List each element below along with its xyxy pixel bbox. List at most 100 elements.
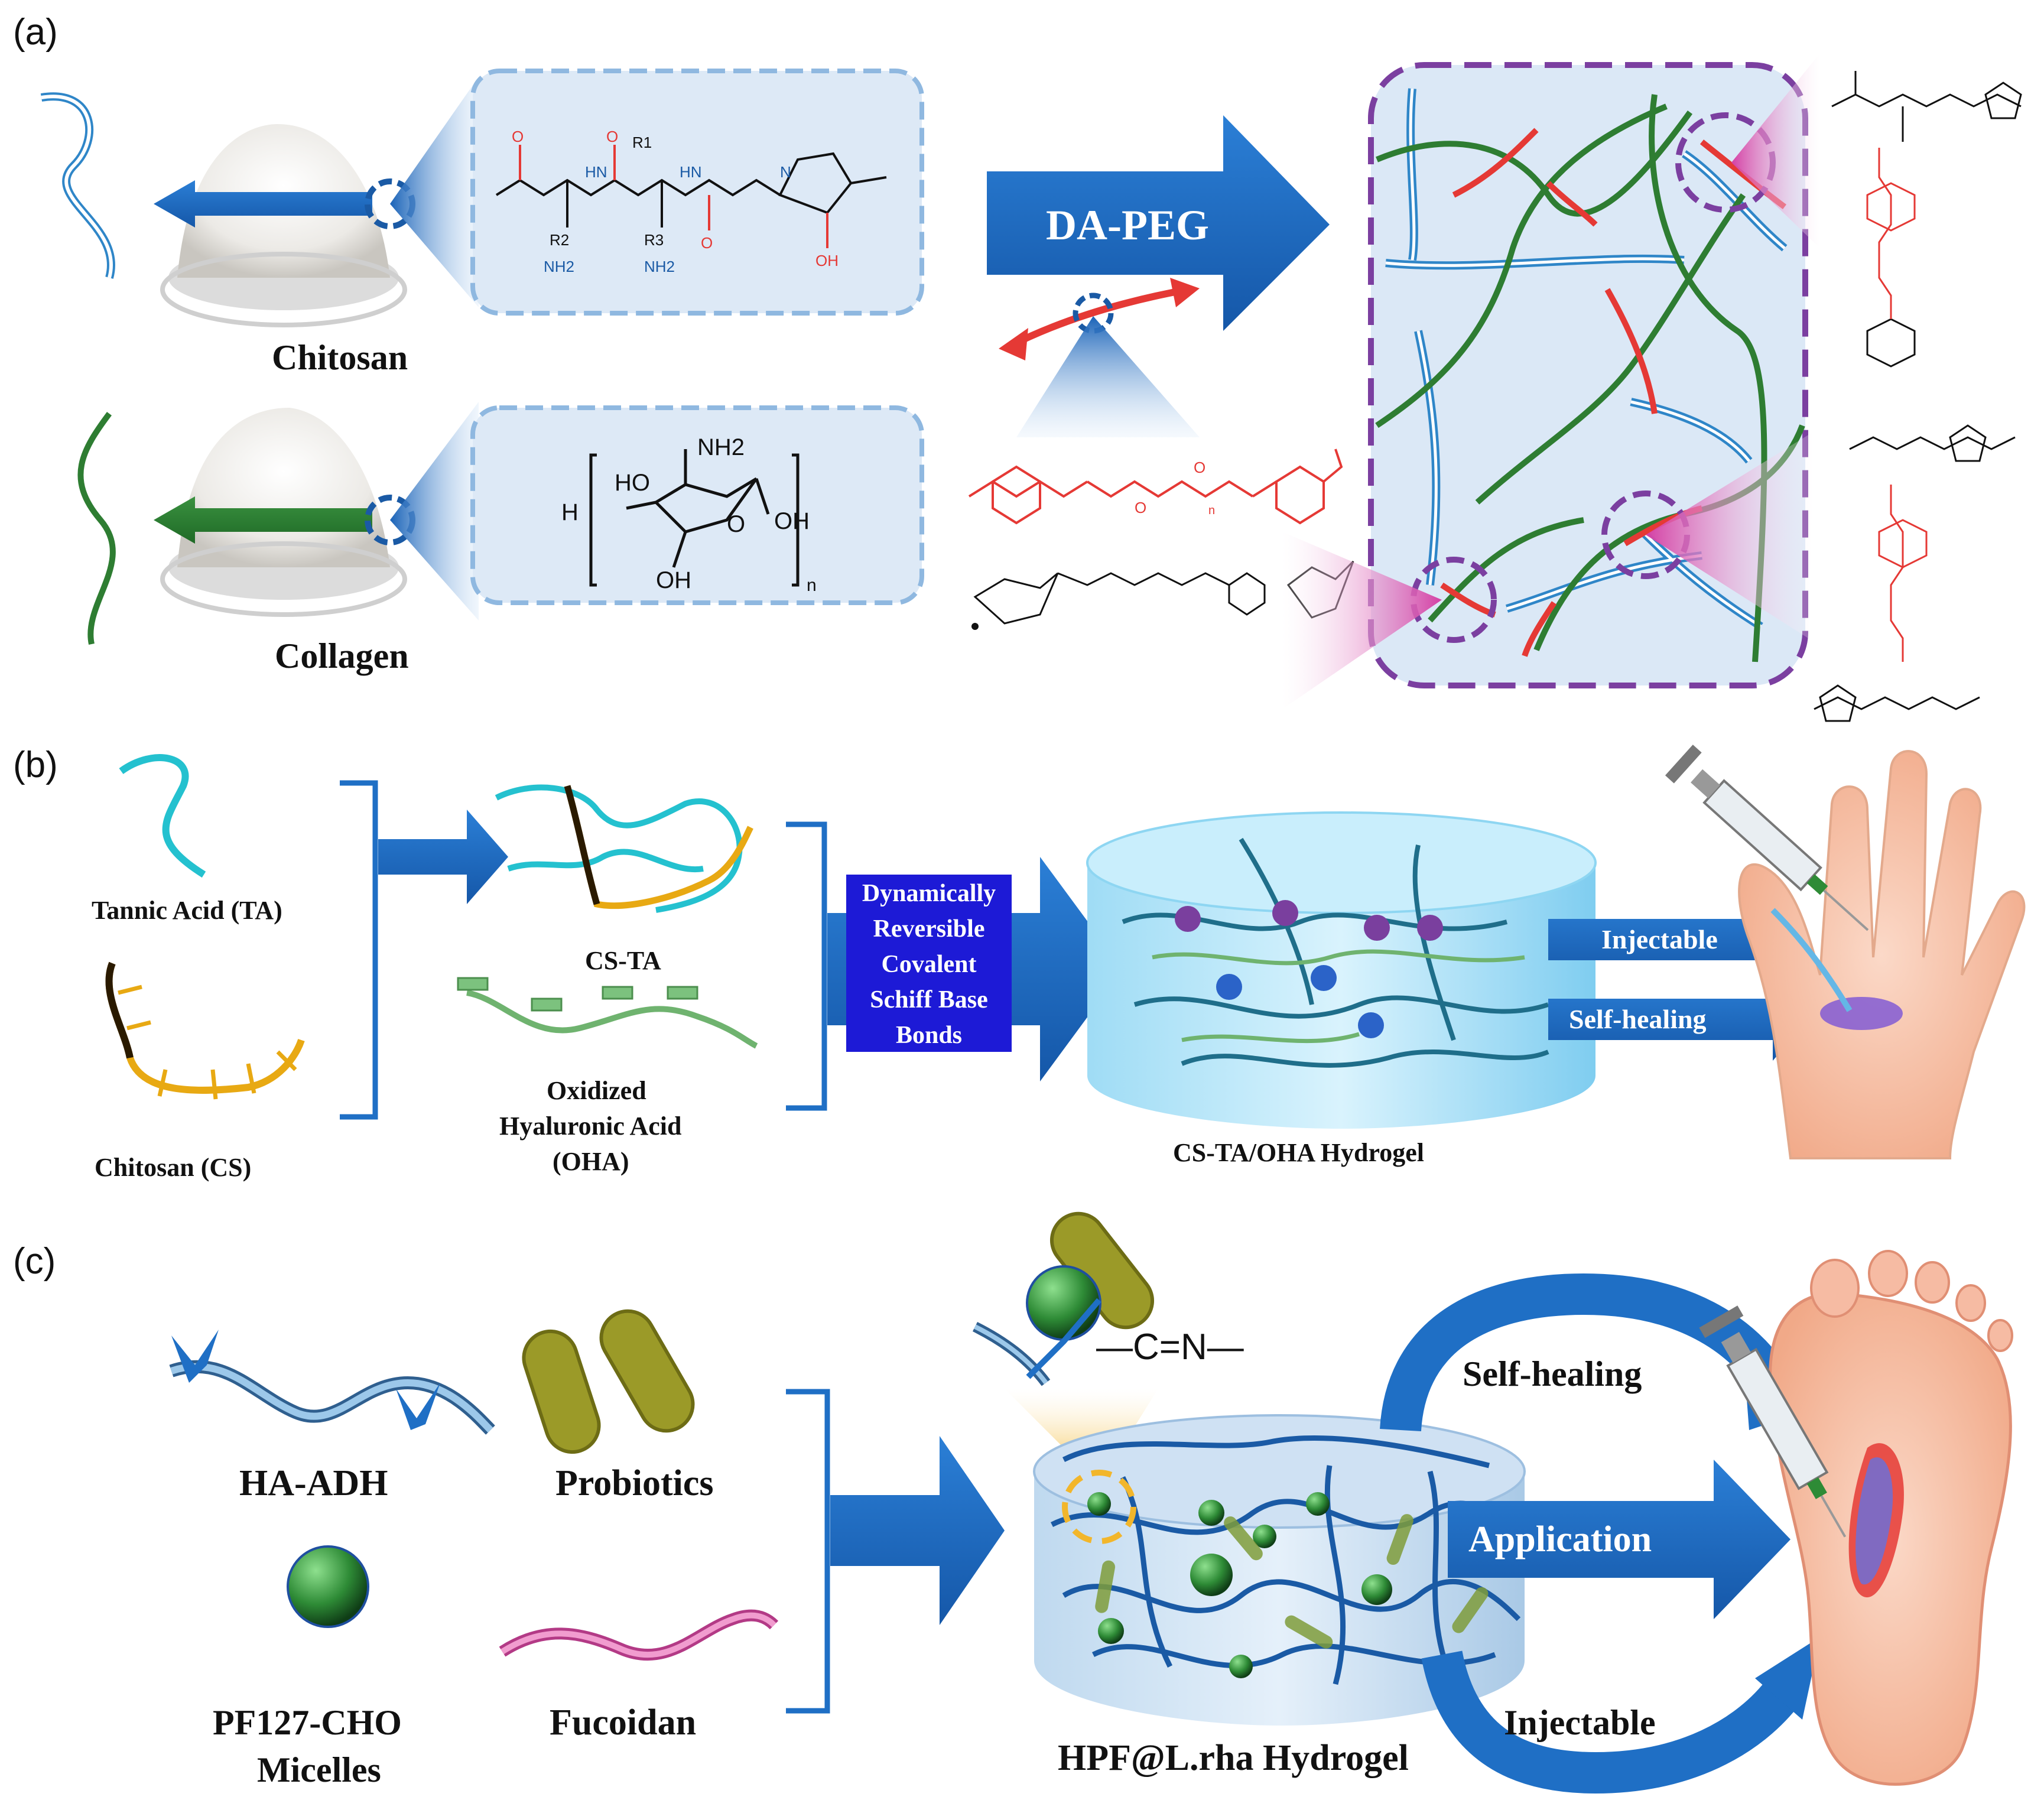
- peptide-oh: OH: [815, 252, 839, 269]
- syringe-c-icon: [1699, 1305, 1847, 1538]
- pf127-label-line1: PF127-CHO: [213, 1703, 402, 1742]
- ha-adh-strand-icon: [169, 1330, 495, 1435]
- panel-c-bracket: [786, 1389, 830, 1714]
- selfhealing-label-b: Self-healing: [1569, 1004, 1707, 1034]
- peptide-hn2: HN: [680, 163, 702, 181]
- pink-cone-top: [1731, 53, 1820, 248]
- chitosan-structure-box: [470, 405, 924, 605]
- da-peg-label: DA-PEG: [1046, 202, 1209, 249]
- hydrogel-formation-arrow-icon: [830, 1436, 1005, 1625]
- cs-ta-oha-hydrogel-label: CS-TA/OHA Hydrogel: [1173, 1138, 1424, 1167]
- chitosan-n: n: [807, 576, 817, 595]
- da-peg-zoom-circle: [1073, 293, 1114, 334]
- collagen-arrow-icon: [154, 496, 372, 544]
- fucoidan-label: Fucoidan: [550, 1702, 696, 1743]
- oha-strand-icon: [457, 977, 758, 1049]
- pf127-label-line2: Micelles: [257, 1750, 381, 1789]
- panel-b-bracket-right: [786, 821, 827, 1111]
- bond-line-1: Dynamically: [862, 880, 996, 907]
- injectable-label-c: Injectable: [1504, 1703, 1656, 1742]
- chitosan-label: Chitosan: [272, 338, 408, 377]
- right-red-linkers: [1866, 148, 1928, 662]
- pink-cone-bottom: [1282, 532, 1442, 709]
- peptide-r1: R1: [632, 134, 652, 151]
- zoom-circle-bottom: [1411, 557, 1497, 643]
- bond-label-box: [846, 875, 1012, 1052]
- peptide-n: N: [780, 163, 791, 181]
- peptide-nh2-1: NH2: [544, 258, 574, 275]
- peptide-r3: R3: [644, 231, 664, 249]
- cs-ta-label: CS-TA: [585, 946, 661, 975]
- chitosan-oh2: OH: [656, 567, 691, 593]
- bond-line-2: Reversible: [873, 915, 985, 943]
- network-blue-chains: [1385, 88, 1788, 630]
- hpf-lrha-hydrogel-label: HPF@L.rha Hydrogel: [1058, 1738, 1409, 1778]
- cs-label: Chitosan (CS): [95, 1153, 251, 1182]
- injectable-curve-arrow-icon: [1421, 1650, 1801, 1794]
- selfhealing-label-c: Self-healing: [1463, 1354, 1642, 1393]
- panel-c-label: (c): [13, 1241, 56, 1282]
- peptide-structure-box: [470, 69, 924, 316]
- cs-ta-arrow-icon: [378, 810, 508, 904]
- chitosan-ho: HO: [615, 470, 650, 496]
- da-peg-zoom-cone: [1016, 316, 1200, 437]
- dapeg-o1: O: [1135, 499, 1146, 516]
- peptide-nh2-2: NH2: [644, 258, 675, 275]
- oha-label-line2: Hyaluronic Acid: [499, 1112, 681, 1141]
- cs-ta-complex-icon: [495, 784, 753, 913]
- chitosan-h: H: [561, 499, 579, 525]
- peptide-o1: O: [512, 128, 524, 145]
- imine-inset-icon: [972, 1211, 1155, 1386]
- injectable-label-b: Injectable: [1601, 924, 1718, 954]
- probiotics-label: Probiotics: [555, 1463, 714, 1503]
- chitosan-zoom-cone: [390, 77, 479, 307]
- peptide-structure: [495, 145, 887, 248]
- application-arrow-icon: [1448, 1460, 1790, 1619]
- chitosan-structure: [589, 449, 800, 587]
- cs-ta-oha-hydrogel-icon: [1086, 811, 1597, 1129]
- injection-stream: [1770, 908, 1853, 1012]
- imine-label: —C=N—: [1096, 1327, 1244, 1367]
- selfhealing-arrow-b-icon: [1548, 978, 1808, 1061]
- chitosan-cs-strand-icon: [105, 961, 305, 1100]
- pink-cone-middle: [1646, 431, 1814, 638]
- collagen-chain-icon: [77, 412, 116, 645]
- syringe-b-icon: [1665, 745, 1869, 931]
- chitosan-chain-icon: [40, 92, 115, 279]
- probiotics-icon: [522, 1309, 695, 1454]
- chitosan-oh1: OH: [774, 508, 810, 534]
- bond-line-5: Bonds: [896, 1022, 962, 1049]
- bond-line-3: Covalent: [882, 951, 977, 978]
- oha-label-line3: (OHA): [553, 1147, 629, 1176]
- right-conjugate-structures: [1814, 71, 2022, 722]
- da-peg-arrow-icon: [987, 115, 1330, 331]
- hand-image: [1738, 750, 2026, 1159]
- hpf-lrha-hydrogel-icon: [1033, 1414, 1526, 1726]
- collagen-label: Collagen: [275, 636, 409, 675]
- panel-a-label: (a): [13, 12, 58, 53]
- chitosan-arrow-icon: [154, 180, 372, 228]
- oha-label-line1: Oxidized: [547, 1076, 646, 1105]
- bond-line-4: Schiff Base: [870, 986, 988, 1013]
- peptide-r2: R2: [550, 231, 569, 249]
- panel-b-label: (b): [13, 745, 58, 785]
- da-peg-structure: [968, 449, 1343, 525]
- dapeg-n: n: [1208, 504, 1215, 517]
- ha-adh-label: HA-ADH: [239, 1463, 388, 1503]
- chitosan-o: O: [727, 511, 745, 537]
- pf127-micelle-icon: [287, 1545, 369, 1628]
- tannic-acid-strand-icon: [119, 754, 206, 878]
- peptide-hn1: HN: [585, 163, 607, 181]
- dapeg-o2: O: [1194, 459, 1205, 476]
- chitosan-powder-image: [160, 124, 407, 327]
- ta-label: Tannic Acid (TA): [92, 896, 282, 925]
- peptide-o2: O: [606, 128, 618, 145]
- application-label: Application: [1468, 1519, 1652, 1559]
- imine-zoom-cone: [1005, 1389, 1158, 1483]
- collagen-zoom-cone: [390, 402, 479, 620]
- panel-b-bracket-left: [340, 780, 378, 1120]
- peptide-o3: O: [701, 234, 713, 252]
- da-peg-double-arrow-icon: [1009, 286, 1189, 349]
- foot-image: [1769, 1250, 2013, 1786]
